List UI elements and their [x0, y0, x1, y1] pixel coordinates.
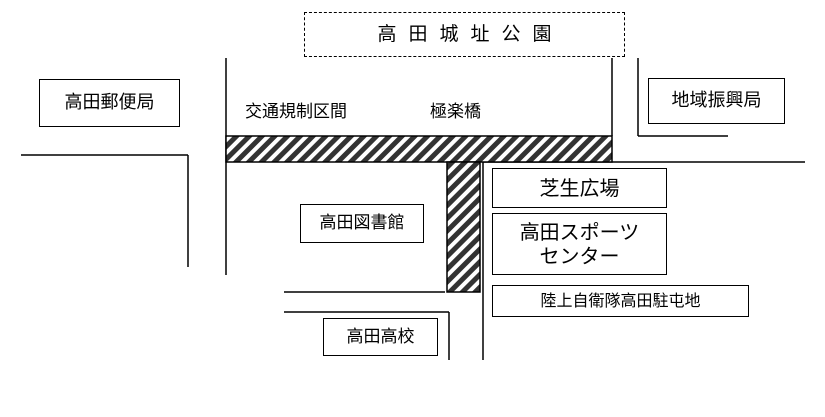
- landmark-label: 地域振興局: [671, 90, 762, 112]
- title-landmark-box: 高田城址公園: [304, 12, 625, 57]
- landmark-sdf-camp: 陸上自衛隊高田駐屯地: [492, 285, 749, 317]
- landmark-label-line1: 高田スポーツ: [519, 220, 640, 244]
- landmark-label: 高田高校: [346, 326, 415, 347]
- park-name: 高田城址公園: [377, 23, 564, 46]
- landmark-label: 陸上自衛隊高田駐屯地: [540, 291, 701, 311]
- restricted-road-vertical: [446, 161, 481, 293]
- bridge-label: 極楽橋: [430, 102, 481, 122]
- landmark-label: 芝生広場: [539, 176, 620, 200]
- landmark-sports-center: 高田スポーツ センター: [492, 213, 667, 275]
- landmark-high-school: 高田高校: [323, 318, 438, 356]
- restricted-road-horizontal: [225, 135, 613, 163]
- landmark-label: 高田図書館: [319, 213, 405, 234]
- traffic-restriction-label: 交通規制区間: [245, 102, 347, 122]
- landmark-regional-promotion-office: 地域振興局: [648, 78, 785, 124]
- landmark-library: 高田図書館: [300, 204, 424, 243]
- landmark-post-office: 高田郵便局: [39, 79, 180, 127]
- landmark-lawn-plaza: 芝生広場: [492, 168, 667, 208]
- landmark-label-line2: センター: [539, 244, 620, 268]
- landmark-label: 高田郵便局: [64, 92, 155, 114]
